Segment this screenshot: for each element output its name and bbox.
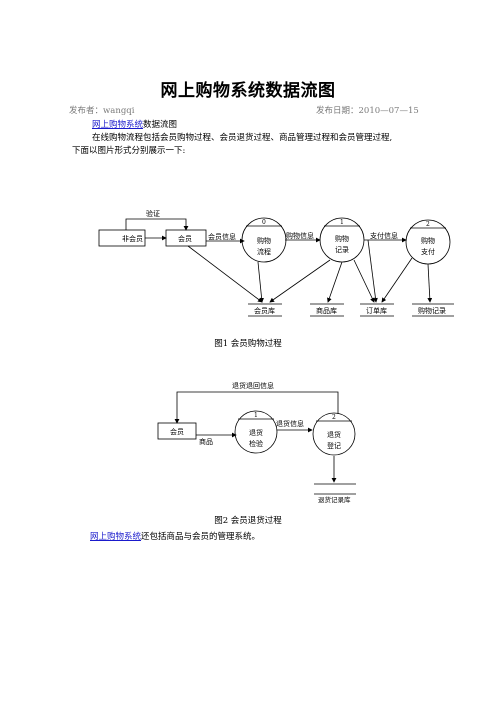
process-return-register: [312, 412, 356, 456]
fig2-proc1-l2: 检验: [249, 439, 263, 448]
proc2-l1: 购物: [421, 236, 435, 245]
figure-2-diagram: 会员 退货退回信息 商品 退货信息 1 退货 检验 2 退货 登记 退货记录库: [157, 381, 356, 504]
store-return-label: 退货记录库: [318, 495, 351, 504]
figure-2-caption: 图2 会员退货过程: [214, 516, 282, 526]
proc0-l2: 流程: [257, 247, 271, 256]
flow-return-detail: 退货信息: [276, 419, 304, 428]
footer-link[interactable]: 网上购物系统: [90, 532, 142, 542]
intro-link-suffix: 数据流图: [143, 120, 178, 130]
process-return-check: [234, 410, 278, 454]
member-label-2: 会员: [170, 427, 184, 436]
footer-suffix: 还包括商品与会员的管理系统。: [141, 532, 261, 542]
figure-1-caption: 图1 会员购物过程: [214, 339, 282, 349]
proc1-l1: 购物: [335, 234, 349, 243]
publisher: 发布者：wangqi: [69, 106, 135, 116]
proc1-num: 1: [340, 219, 344, 226]
flow-return-info: 退货退回信息: [232, 381, 274, 390]
nonmember-label: 非会员: [122, 234, 143, 243]
proc0-l1: 购物: [257, 236, 271, 245]
page-title: 网上购物系统数据流图: [160, 81, 336, 101]
fig2-proc1-l1: 退货: [249, 428, 263, 437]
figure-1-diagram: 非会员 会员 验证 会员信息 购物信息 支付信息 0 购物 流程 1 购物 记录…: [98, 209, 454, 317]
proc2-l2: 支付: [421, 247, 435, 256]
fig2-proc2-num: 2: [332, 414, 336, 421]
intro-paragraph: 网上购物系统数据流图 在线购物流程包括会员购物过程、会员退货过程、商品管理过程和…: [72, 119, 432, 158]
fig2-proc1-num: 1: [254, 412, 258, 419]
flow-purchase-info: 购物信息: [286, 231, 314, 240]
intro-line-2: 在线购物流程包括会员购物过程、会员退货过程、商品管理过程和会员管理过程,: [92, 133, 393, 143]
store-order-label: 订单库: [366, 306, 387, 315]
store-goods-label: 商品库: [316, 306, 337, 315]
member-label: 会员: [178, 234, 192, 243]
footer-paragraph: 网上购物系统还包括商品与会员的管理系统。: [90, 530, 260, 542]
intro-line-3: 下面以图片形式分别展示一下:: [72, 146, 186, 156]
intro-link[interactable]: 网上购物系统: [92, 120, 144, 130]
publish-date: 发布日期：2010—07—15: [316, 106, 419, 116]
flow-payment-info: 支付信息: [370, 231, 398, 240]
proc2-num: 2: [426, 221, 430, 228]
flow-goods: 商品: [199, 437, 213, 446]
store-member-label: 会员库: [254, 306, 275, 315]
flow-verify: 验证: [146, 209, 160, 218]
store-purchase-label: 购物记录: [418, 306, 446, 315]
flow-member-info: 会员信息: [208, 232, 236, 241]
fig2-proc2-l2: 登记: [327, 441, 341, 450]
fig2-proc2-l1: 退货: [327, 430, 341, 439]
proc1-l2: 记录: [335, 246, 349, 254]
proc0-num: 0: [262, 219, 266, 226]
